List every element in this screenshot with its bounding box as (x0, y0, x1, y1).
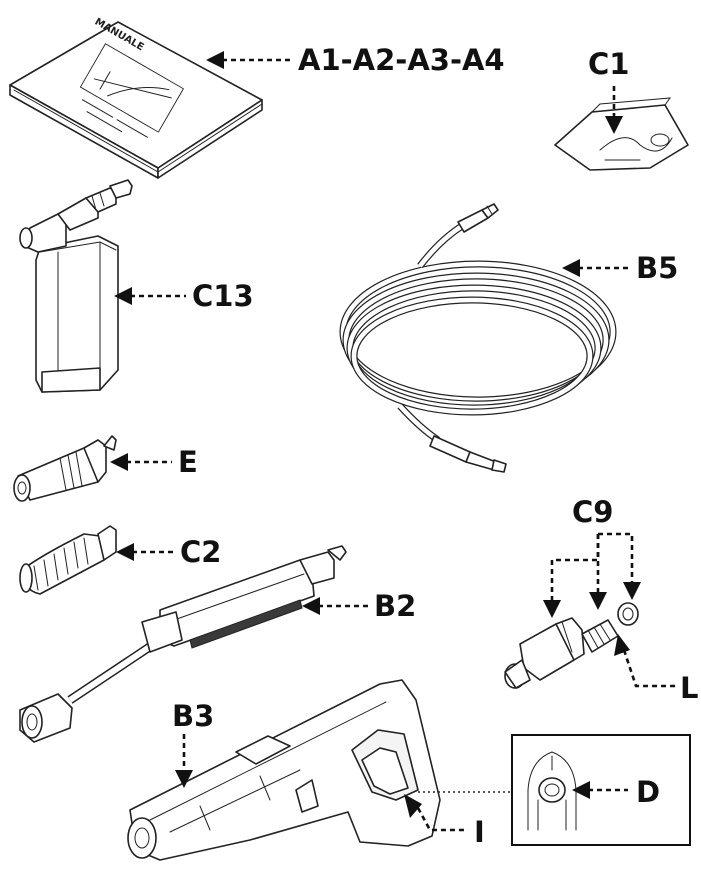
nozzle-c2-leader (116, 543, 174, 561)
trigger-lock-leader (404, 794, 468, 832)
adapter-connector (504, 617, 585, 689)
label-lance: B2 (374, 589, 416, 623)
label-detail: D (636, 775, 660, 809)
label-detergent-tank: C13 (192, 279, 254, 313)
bag-leader (605, 86, 623, 134)
spray-gun (127, 679, 441, 861)
lance-leader (302, 597, 368, 615)
lance (19, 545, 347, 743)
label-filter: L (680, 671, 698, 705)
filter-leader (614, 634, 676, 688)
nozzle-e (13, 435, 117, 502)
label-manuals: A1-A2-A3-A4 (298, 43, 505, 77)
label-adapter-set: C9 (572, 495, 613, 529)
label-gun: B3 (172, 699, 214, 733)
label-nozzle-c2: C2 (180, 535, 221, 569)
detergent-tank (19, 179, 133, 393)
nozzle-c2 (19, 525, 117, 595)
hose-leader (562, 259, 630, 277)
manual-booklet: MANUALE (9, 16, 263, 179)
nozzle-e-leader (110, 453, 172, 471)
label-trigger-lock: I (474, 815, 485, 849)
label-bag: C1 (588, 47, 629, 81)
gun-leader (175, 734, 193, 788)
label-nozzle-e: E (178, 445, 198, 479)
high-pressure-hose (339, 203, 617, 473)
adapter-washer (617, 602, 639, 626)
label-hose: B5 (636, 251, 678, 285)
parts-bag (554, 97, 689, 171)
detergent-tank-leader (114, 287, 186, 305)
adapter-set-leaders (543, 532, 641, 618)
adapter-filter (581, 619, 619, 653)
manuals-leader (206, 51, 290, 69)
detail-leader (572, 781, 628, 799)
